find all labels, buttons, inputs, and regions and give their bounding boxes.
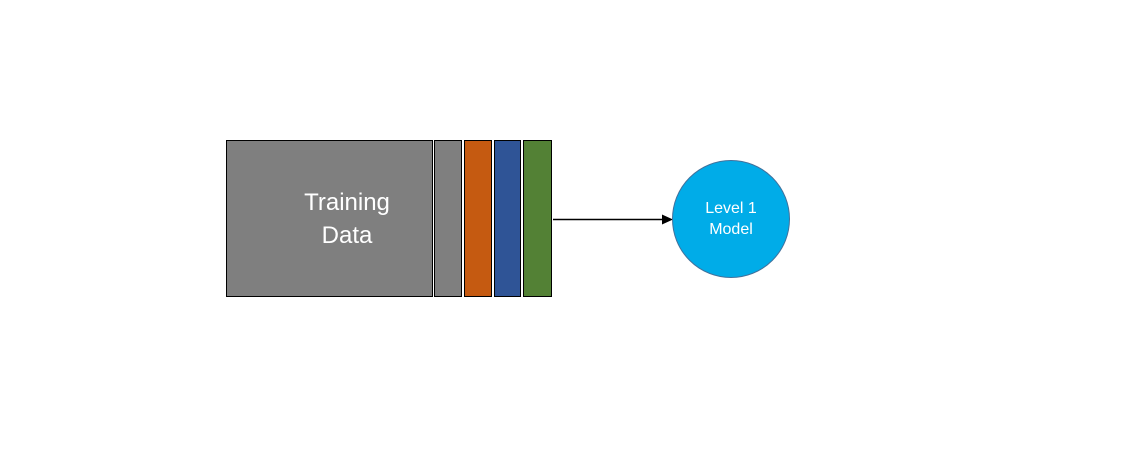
- green-stripe: [523, 140, 552, 297]
- level1-model-label-line1: Level 1: [705, 200, 757, 217]
- level1-model-label-line2: Model: [709, 221, 753, 238]
- arrow-head-icon: [662, 214, 673, 225]
- arrow-training-to-model: [553, 214, 673, 225]
- orange-stripe: [464, 140, 492, 297]
- blue-stripe: [494, 140, 521, 297]
- gray-stripe: [434, 140, 462, 297]
- training-data-block: [226, 140, 433, 297]
- level1-model-node: Level 1 Model: [672, 160, 790, 278]
